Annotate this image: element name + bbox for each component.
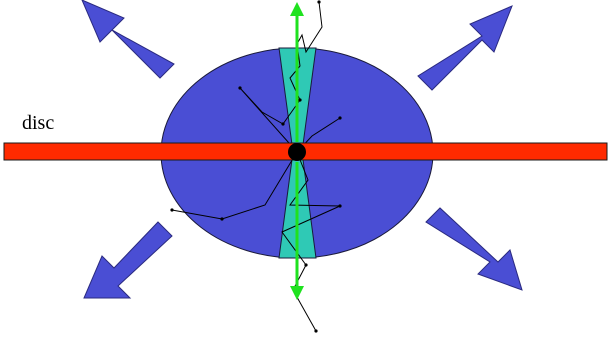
walk-dot [304,263,307,266]
walk-dot [238,86,241,89]
arrow-up-left-icon [82,0,174,78]
arrow-down-left-icon [84,222,172,298]
arrow-up-icon [290,2,304,16]
walk-dot [170,208,173,211]
walk-dot [338,204,341,207]
arrow-up-right-icon [418,6,512,90]
central-object [288,143,306,161]
walk-dot [317,0,320,3]
walk-dot [281,122,284,125]
walk-dot [298,98,301,101]
walk-dot [338,116,341,119]
disc-label: disc [22,113,54,133]
walk-dot [314,329,317,332]
arrow-down-icon [290,286,304,300]
arrow-down-right-icon [426,208,522,290]
walk-dot [220,217,223,220]
